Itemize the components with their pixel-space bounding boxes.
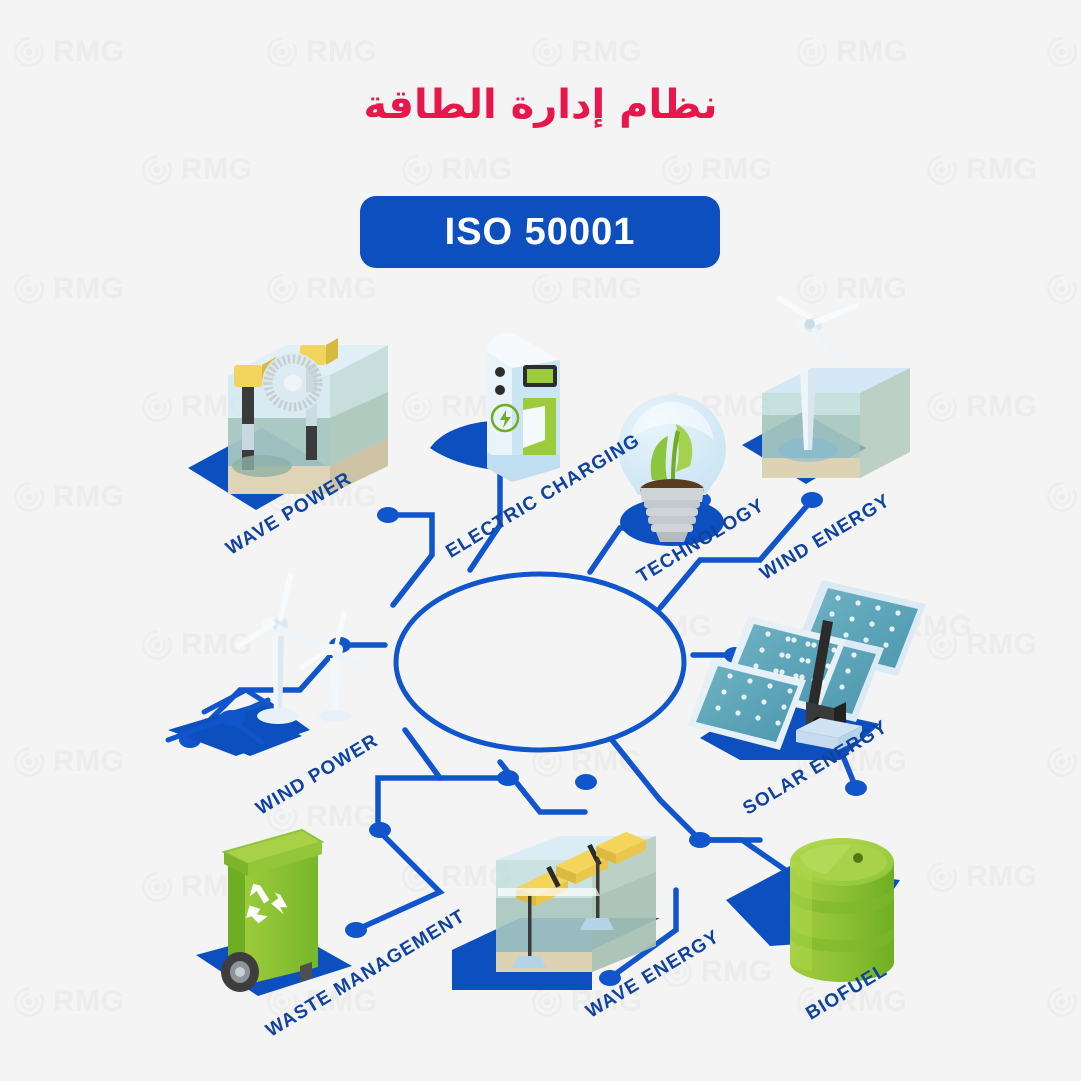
center-ellipse bbox=[393, 571, 687, 753]
recycling-bin-icon bbox=[196, 828, 352, 996]
biofuel-barrel-icon bbox=[726, 838, 900, 982]
lightbulb-plant-icon bbox=[618, 395, 726, 546]
offshore-wind-turbine-icon bbox=[742, 295, 910, 484]
ev-charging-station-icon bbox=[430, 333, 560, 482]
wave-power-tank-icon bbox=[188, 338, 388, 510]
iso-standard-badge[interactable]: ISO 50001 bbox=[360, 196, 720, 268]
solar-panel-icon bbox=[688, 580, 926, 760]
page-title: نظام إدارة الطاقة bbox=[363, 82, 718, 128]
wind-turbines-icon bbox=[165, 572, 368, 756]
wave-energy-buoy-icon bbox=[452, 832, 660, 990]
